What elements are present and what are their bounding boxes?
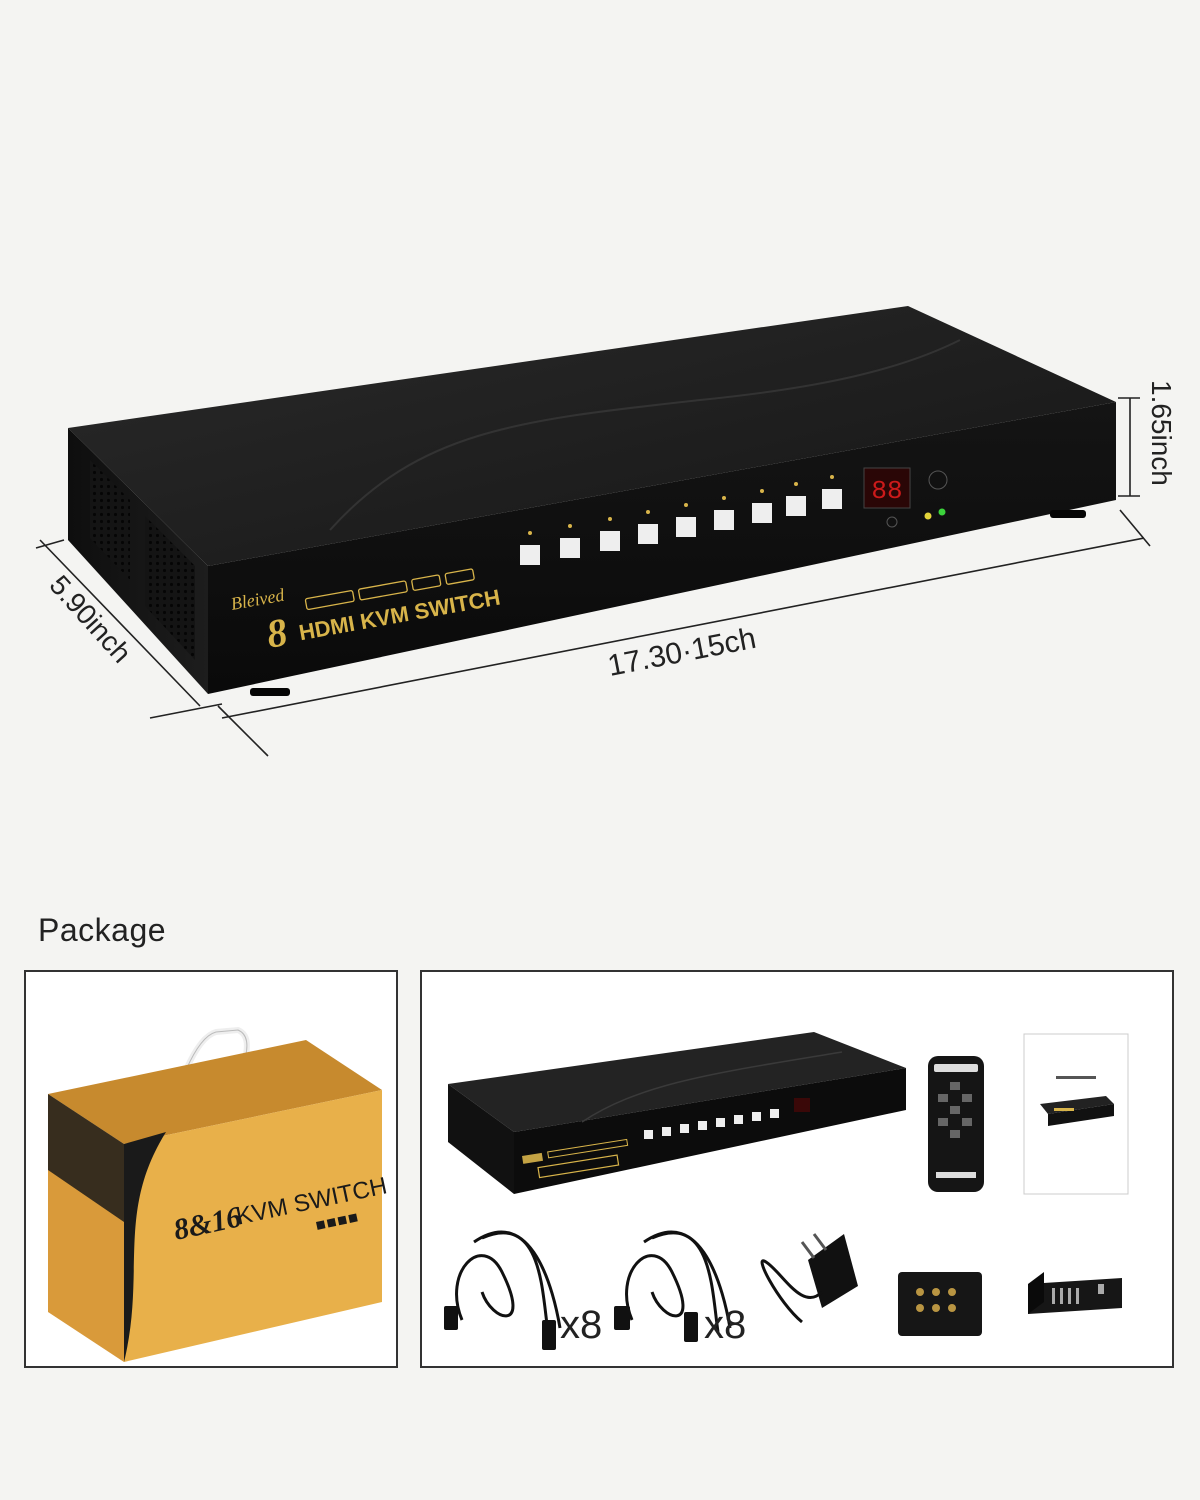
width-dimension: 17.30·15ch [605, 622, 759, 683]
port-button[interactable] [638, 524, 658, 544]
device-top-curve [329, 339, 961, 531]
usb-b-plug [444, 1306, 458, 1330]
device-foot [1050, 510, 1086, 518]
port-button[interactable] [676, 517, 696, 537]
product-hero: Bleived 8 HDMI KVM SWITCH 88 [35, 306, 1177, 757]
usb-cable-quantity: x8 [560, 1303, 602, 1347]
package-title: Package [38, 912, 167, 948]
dimension-lines [35, 397, 1151, 757]
usb-cable-icon [455, 1230, 562, 1333]
port-buttons [520, 475, 842, 565]
power-adapter-icon [760, 1233, 858, 1324]
manual-icon [1023, 1033, 1129, 1195]
hdmi-cable-quantity: x8 [704, 1303, 746, 1347]
status-led-icon [924, 512, 932, 520]
port-button[interactable] [600, 531, 620, 551]
remote-control-icon [928, 1056, 984, 1192]
hdmi-cable-icon [625, 1230, 732, 1333]
side-vent [145, 516, 195, 660]
port-button[interactable] [822, 489, 842, 509]
device-top [68, 306, 1116, 566]
package-box-panel: 8&16 KVM SWITCH [24, 970, 398, 1368]
wired-controller-icon [898, 1272, 982, 1336]
mode-button[interactable] [886, 516, 898, 528]
select-button[interactable] [928, 470, 948, 490]
led-display-digits: 88 [871, 476, 902, 506]
port-button[interactable] [560, 538, 580, 558]
usb-a-plug [542, 1320, 556, 1350]
status-led-icon [938, 508, 946, 516]
kvm-switch-icon [448, 1032, 906, 1194]
led-display [863, 467, 911, 509]
hdmi-plug [614, 1306, 630, 1330]
rack-mount-bracket-icon [1028, 1272, 1122, 1314]
port-button[interactable] [714, 510, 734, 530]
package-contents-panel: x8 x8 [420, 970, 1174, 1368]
port-button[interactable] [520, 545, 540, 565]
gift-box-icon: 8&16 KVM SWITCH [48, 1026, 389, 1362]
device-foot [250, 688, 290, 696]
side-vent [90, 460, 130, 580]
package-contents-illustration: x8 x8 [444, 1032, 1129, 1350]
port-button[interactable] [786, 496, 806, 516]
port-button[interactable] [752, 503, 772, 523]
kvm-switch-illustration: Bleived 8 HDMI KVM SWITCH 88 [35, 306, 1177, 757]
height-dimension: 1.65inch [1146, 380, 1177, 486]
hdmi-plug [684, 1312, 698, 1342]
